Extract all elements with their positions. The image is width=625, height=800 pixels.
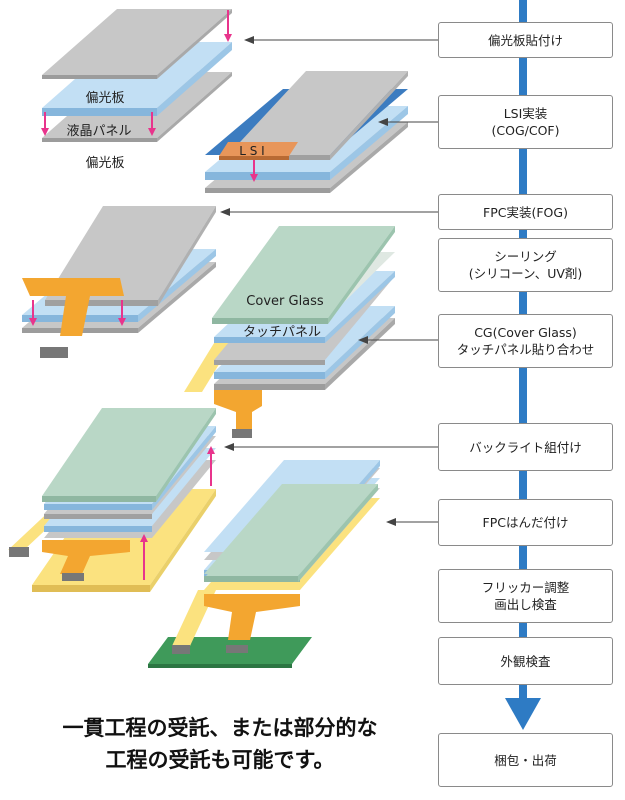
polarizer-bottom-label: 偏光板 — [85, 156, 124, 171]
step-flicker-inspection: フリッカー調整 画出し検査 — [438, 569, 613, 623]
step-label: 梱包・出荷 — [494, 752, 557, 768]
step-lsi-mounting: LSI実装 (COG/COF) — [438, 95, 613, 149]
illustration-fpc-soldering — [148, 460, 380, 668]
caption-line-2: 工程の受託も可能です。 — [105, 748, 335, 772]
step-sublabel: タッチパネル貼り合わせ — [456, 342, 595, 357]
fpc-film — [22, 278, 124, 336]
step-polarizer-lamination: 偏光板貼付け — [438, 22, 613, 58]
step-label: 偏光板貼付け — [487, 32, 563, 48]
step-label: LSI実装 — [503, 106, 548, 121]
step-fpc-mounting: FPC実装(FOG) — [438, 194, 613, 230]
step-label: 外観検査 — [500, 653, 551, 669]
step-label: シーリング — [494, 249, 557, 264]
illustration-fpc-mounting — [22, 206, 216, 358]
caption: 一貫工程の受託、または部分的な 工程の受託も可能です。 — [20, 712, 420, 776]
illustration-cover-glass: Cover Glass タッチパネル — [184, 226, 395, 438]
caption-line-1: 一貫工程の受託、または部分的な — [62, 716, 378, 740]
polarizer-top-label: 偏光板 — [85, 91, 124, 106]
step-label: FPC実装(FOG) — [483, 204, 568, 220]
step-sealing: シーリング (シリコーン、UV剤) — [438, 238, 613, 292]
step-cover-glass-bonding: CG(Cover Glass) タッチパネル貼り合わせ — [438, 314, 613, 368]
illustration-backlight — [8, 408, 216, 592]
fpc-film-2 — [214, 390, 262, 432]
lcd-panel-label: 液晶パネル — [66, 124, 131, 139]
step-sublabel: 画出し検査 — [494, 597, 557, 612]
step-sublabel: (シリコーン、UV剤) — [468, 266, 583, 281]
step-label: FPCはんだ付け — [482, 515, 569, 530]
connector-arrows — [220, 36, 438, 526]
step-visual-inspection: 外観検査 — [438, 637, 613, 685]
step-label: CG(Cover Glass) — [474, 325, 577, 340]
step-label: バックライト組付け — [469, 439, 582, 455]
step-fpc-soldering: FPCはんだ付け — [438, 499, 613, 546]
illustration-polarizer-lamination: 偏光板 液晶パネル 偏光板 — [41, 9, 232, 171]
illustration-lsi-mounting: L S I — [205, 71, 408, 193]
lsi-chip — [219, 142, 298, 156]
step-sublabel: (COG/COF) — [491, 123, 560, 138]
touch-panel-label: タッチパネル — [243, 325, 321, 340]
step-label: フリッカー調整 — [481, 580, 570, 595]
lsi-chip-label: L S I — [239, 144, 264, 158]
cover-glass-label: Cover Glass — [246, 294, 324, 309]
top-polarizer — [42, 9, 232, 75]
step-backlight-assembly: バックライト組付け — [438, 423, 613, 471]
step-packing-shipping: 梱包・出荷 — [438, 733, 613, 787]
